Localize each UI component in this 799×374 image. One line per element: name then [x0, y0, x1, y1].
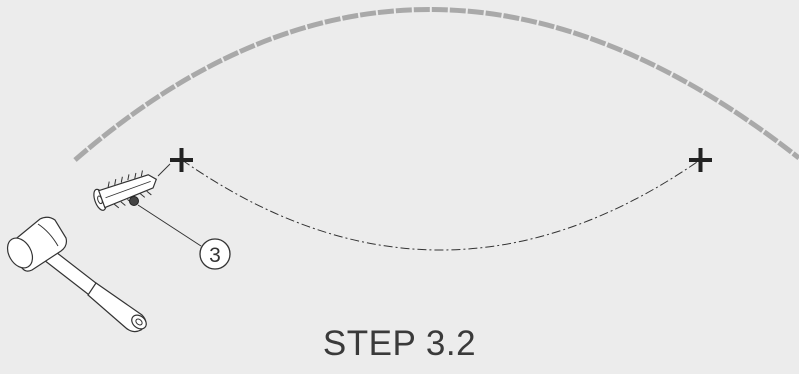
drill-guide-curve	[182, 160, 700, 250]
hammer-icon	[2, 217, 149, 332]
drill-mark-icon	[170, 148, 193, 172]
wall-plug-icon	[90, 166, 161, 215]
insertion-guide-line	[158, 164, 170, 176]
callout-leader-line	[138, 205, 201, 246]
step-title: STEP 3.2	[0, 326, 799, 361]
drill-mark-icon	[689, 148, 712, 172]
fixture-outline-arc	[75, 9, 799, 160]
callout-number: 3	[209, 244, 221, 267]
screw-icon	[130, 197, 139, 206]
